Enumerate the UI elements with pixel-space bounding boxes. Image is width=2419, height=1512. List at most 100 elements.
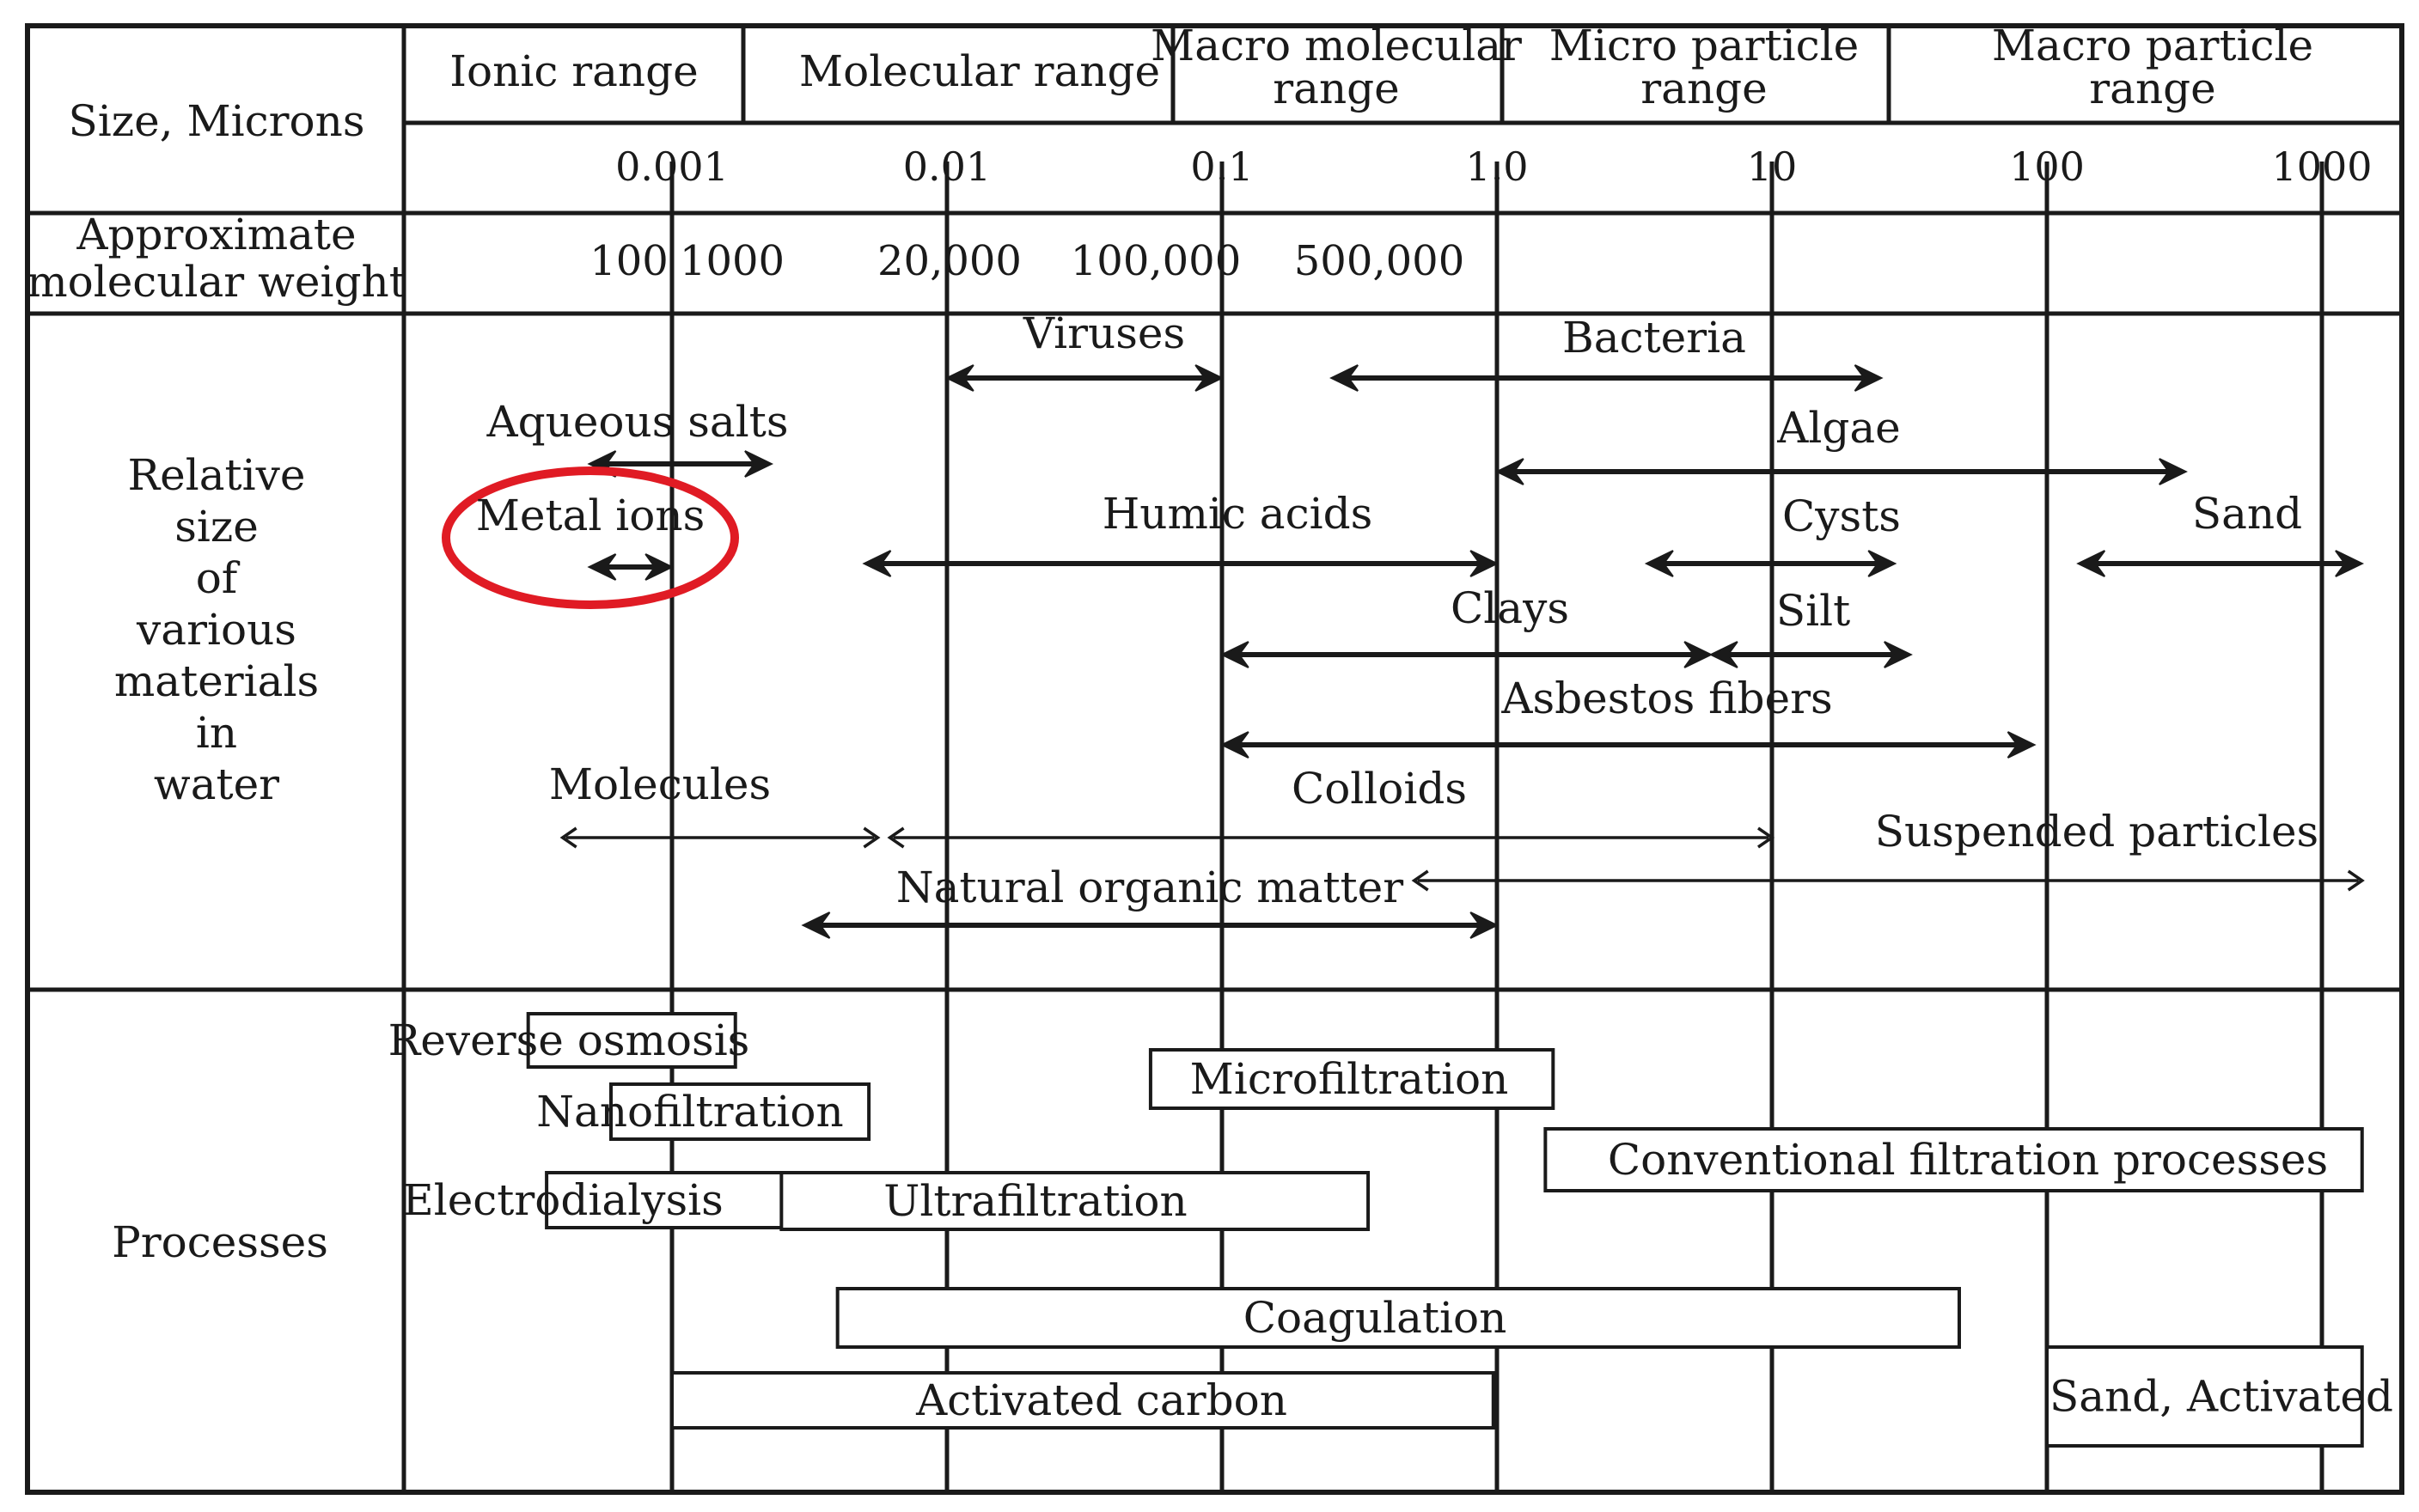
molecular-weight-value: 500,000 bbox=[1294, 237, 1465, 285]
sand-activated-label: Sand, Activated bbox=[2049, 1372, 2393, 1422]
size-tick-label: 1.0 bbox=[1465, 143, 1528, 190]
arrowhead bbox=[2335, 550, 2365, 577]
humic-acids-label: Humic acids bbox=[1103, 489, 1373, 539]
arrowhead bbox=[2076, 550, 2106, 577]
range-header: Molecular range bbox=[799, 46, 1160, 96]
sand-activated-box bbox=[2045, 1345, 2364, 1448]
arrowhead bbox=[887, 826, 905, 849]
viruses-label: Viruses bbox=[1023, 308, 1185, 358]
colloids-label: Colloids bbox=[1292, 764, 1467, 814]
size-tick-label: 10 bbox=[1747, 143, 1798, 190]
nanofiltration-box bbox=[609, 1082, 871, 1141]
sand-activated-process bbox=[2045, 1345, 2364, 1448]
size-tick-label: 100 bbox=[2009, 143, 2085, 190]
arrowhead bbox=[744, 450, 774, 478]
molecular-weight-value: 1000 bbox=[680, 237, 785, 285]
coagulation-process bbox=[835, 1287, 1961, 1349]
suspended-particles-label: Suspended particles bbox=[1875, 807, 2318, 857]
arrowhead bbox=[1884, 641, 1913, 668]
asbestos-fibers-range bbox=[1219, 731, 2037, 759]
conventional-filtration-processes-process bbox=[1543, 1127, 2364, 1192]
arrowhead bbox=[559, 826, 577, 849]
suspended-particles-range bbox=[1411, 869, 2365, 892]
arrowhead bbox=[1411, 869, 1429, 892]
cysts-range bbox=[1644, 550, 1897, 577]
size-microns-label: Size, Microns bbox=[68, 96, 364, 146]
natural-organic-matter-label: Natural organic matter bbox=[896, 863, 1403, 912]
reverse-osmosis-label: Reverse osmosis bbox=[388, 1015, 750, 1065]
metal-ions-label: Metal ions bbox=[476, 491, 706, 540]
arrowhead bbox=[1219, 641, 1249, 668]
arrowhead bbox=[2159, 458, 2188, 485]
size-tick-label: 0.01 bbox=[903, 143, 991, 190]
outer-frame bbox=[25, 23, 2404, 1495]
arrowhead bbox=[1854, 364, 1884, 392]
colloids-range bbox=[887, 826, 1775, 849]
molecules-range bbox=[559, 826, 881, 849]
arrowhead bbox=[944, 364, 974, 392]
arrowhead bbox=[1644, 550, 1674, 577]
grid-lines bbox=[25, 23, 2404, 1495]
sand-label: Sand bbox=[2192, 489, 2302, 539]
reverse-osmosis-process bbox=[526, 1012, 737, 1069]
arrowhead bbox=[1708, 641, 1738, 668]
activated-carbon-box bbox=[670, 1371, 1495, 1430]
ultrafiltration-process bbox=[779, 1171, 1371, 1231]
arrowhead bbox=[644, 553, 675, 581]
arrowhead bbox=[801, 911, 831, 939]
arrowhead bbox=[2347, 869, 2365, 892]
coagulation-box bbox=[835, 1287, 1961, 1349]
reverse-osmosis-box bbox=[526, 1012, 737, 1069]
ultrafiltration-box bbox=[779, 1171, 1371, 1231]
sand-range bbox=[2076, 550, 2365, 577]
humic-acids-range bbox=[862, 550, 1500, 577]
size-tick-label: 1000 bbox=[2271, 143, 2372, 190]
arrowhead bbox=[1757, 826, 1775, 849]
arrowhead bbox=[2007, 731, 2037, 759]
diagram-marks bbox=[442, 364, 2365, 1448]
activated-carbon-label: Activated carbon bbox=[915, 1375, 1287, 1425]
electrodialysis-process bbox=[545, 1171, 824, 1229]
ultrafiltration-label: Ultrafiltration bbox=[883, 1176, 1187, 1226]
processes-row-label: Processes bbox=[112, 1217, 328, 1267]
arrowhead bbox=[1219, 731, 1249, 759]
electrodialysis-label: Electrodialysis bbox=[402, 1175, 724, 1225]
molecules-label: Molecules bbox=[549, 759, 771, 809]
arrowhead bbox=[587, 553, 617, 581]
viruses-range bbox=[944, 364, 1225, 392]
arrowhead bbox=[1469, 911, 1500, 939]
silt-range bbox=[1708, 641, 1913, 668]
nanofiltration-process bbox=[609, 1082, 871, 1141]
bacteria-range bbox=[1329, 364, 1884, 392]
arrowhead bbox=[1494, 458, 1524, 485]
range-header: Ionic range bbox=[449, 46, 698, 96]
clays-label: Clays bbox=[1451, 583, 1569, 633]
conventional-filtration-processes-label: Conventional filtration processes bbox=[1608, 1135, 2328, 1185]
arrowhead bbox=[863, 826, 881, 849]
size-tick-label: 0.1 bbox=[1190, 143, 1253, 190]
natural-organic-matter-range bbox=[801, 911, 1500, 939]
activated-carbon-process bbox=[670, 1371, 1495, 1430]
conventional-filtration-processes-box bbox=[1543, 1127, 2364, 1192]
microfiltration-box bbox=[1148, 1048, 1555, 1110]
clays-range bbox=[1219, 641, 1713, 668]
molecular-weight-value: 100,000 bbox=[1071, 237, 1242, 285]
metal-ions-range bbox=[587, 553, 675, 581]
nanofiltration-label: Nanofiltration bbox=[536, 1087, 843, 1137]
arrowhead bbox=[862, 550, 892, 577]
arrowhead bbox=[1469, 550, 1500, 577]
molecular-weight-value: 20,000 bbox=[877, 237, 1022, 285]
size-tick-label: 0.001 bbox=[615, 143, 729, 190]
bacteria-label: Bacteria bbox=[1562, 313, 1746, 363]
electrodialysis-box bbox=[545, 1171, 824, 1229]
arrowhead bbox=[1683, 641, 1713, 668]
algae-label: Algae bbox=[1776, 403, 1901, 453]
arrowhead bbox=[1329, 364, 1359, 392]
